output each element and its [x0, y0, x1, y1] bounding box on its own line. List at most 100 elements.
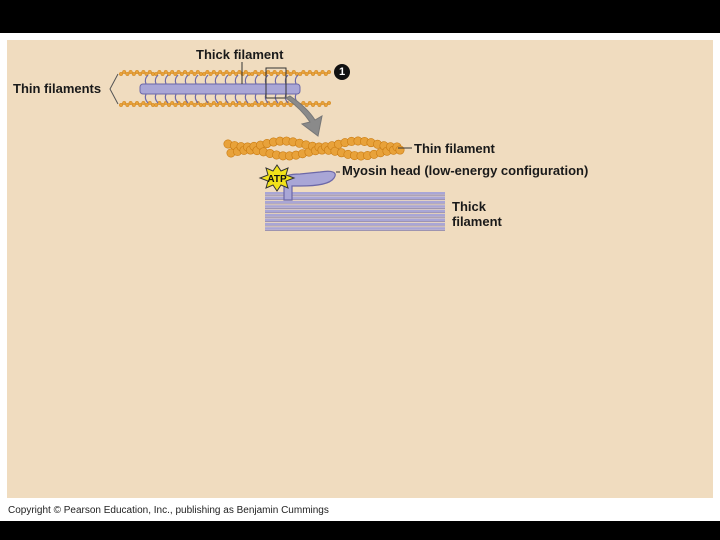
actin-bead: [234, 102, 239, 107]
actin-bead: [160, 102, 165, 107]
actin-bead: [173, 71, 178, 76]
zoom-arrow: [285, 95, 323, 137]
step-number-badge: 1: [334, 64, 350, 80]
myosin-head-small: [214, 74, 219, 85]
actin-bead: [256, 102, 261, 107]
actin-bead: [166, 102, 171, 107]
myosin-head-small: [204, 93, 209, 104]
thin-filament-label: Thin filament: [414, 141, 495, 156]
thin-filaments-bracket: [109, 73, 119, 105]
myosin-head-small: [224, 93, 229, 104]
thick-filament-detail: [265, 192, 445, 231]
actin-bead: [269, 71, 274, 76]
actin-bead: [298, 71, 303, 76]
actin-bead: [275, 102, 280, 107]
actin-bead: [170, 100, 175, 105]
actin-bead: [323, 71, 328, 76]
actin-bead: [128, 69, 133, 74]
thick-filament-top-label: Thick filament: [196, 47, 284, 62]
myosin-head-small: [194, 74, 199, 85]
actin-bead: [147, 69, 152, 74]
actin-bead: [125, 71, 130, 76]
actin-bead: [179, 102, 184, 107]
actin-bead: [166, 71, 171, 76]
copyright-footer: Copyright © Pearson Education, Inc., pub…: [8, 505, 329, 516]
actin-bead: [288, 71, 293, 76]
actin-bead: [320, 100, 325, 105]
myosin-stripe: [265, 227, 445, 230]
actin-bead: [301, 69, 306, 74]
actin-bead: [144, 102, 149, 107]
zoom-box: [265, 67, 287, 99]
actin-bead: [179, 71, 184, 76]
myosin-head-small: [154, 93, 159, 104]
actin-bead: [195, 69, 200, 74]
actin-bead: [131, 71, 136, 76]
actin-bead: [163, 69, 168, 74]
myosin-head-small: [244, 93, 249, 104]
actin-bead: [311, 102, 316, 107]
actin-bead: [211, 69, 216, 74]
actin-bead: [317, 71, 322, 76]
myosin-stripe: [265, 214, 445, 217]
actin-bead: [263, 102, 268, 107]
actin-bead: [218, 100, 223, 105]
actin-bead: [279, 100, 284, 105]
myosin-head-small: [164, 93, 169, 104]
actin-bead: [131, 102, 136, 107]
myosin-stripe: [265, 196, 445, 199]
actin-bead-detail: [395, 145, 405, 155]
actin-bead: [250, 102, 255, 107]
actin-bead: [237, 69, 242, 74]
actin-bead: [314, 69, 319, 74]
actin-bead: [189, 69, 194, 74]
actin-bead: [205, 69, 210, 74]
actin-bead: [240, 102, 245, 107]
thick-filament-label-line2: filament: [452, 214, 502, 229]
thin-filament-detail: [223, 136, 405, 161]
actin-bead: [160, 71, 165, 76]
actin-bead: [182, 100, 187, 105]
actin-bead: [230, 100, 235, 105]
actin-bead: [208, 71, 213, 76]
myosin-head-small: [144, 93, 149, 104]
actin-bead: [317, 102, 322, 107]
diagram-panel: [7, 40, 713, 498]
actin-bead: [157, 100, 162, 105]
actin-bead: [259, 100, 264, 105]
actin-bead: [311, 71, 316, 76]
actin-bead: [307, 69, 312, 74]
actin-bead: [327, 100, 332, 105]
actin-bead: [189, 100, 194, 105]
myosin-head-small: [274, 93, 279, 104]
actin-bead: [138, 102, 143, 107]
actin-bead: [301, 100, 306, 105]
myosin-head-small: [254, 93, 259, 104]
actin-bead: [282, 71, 287, 76]
actin-bead: [272, 100, 277, 105]
actin-bead: [291, 69, 296, 74]
actin-bead: [202, 71, 207, 76]
myosin-head-small: [224, 74, 229, 85]
myosin-stripe: [265, 222, 445, 226]
actin-bead: [240, 71, 245, 76]
actin-bead: [227, 102, 232, 107]
myosin-head-small: [164, 74, 169, 85]
actin-bead: [192, 102, 197, 107]
myosin-stripe: [265, 192, 445, 195]
actin-bead: [118, 102, 123, 107]
actin-bead: [154, 102, 159, 107]
actin-bead: [230, 69, 235, 74]
myosin-head-small: [254, 74, 259, 85]
myosin-head-small: [184, 93, 189, 104]
thick-filament-label-line1: Thick: [452, 199, 486, 214]
myosin-head-small: [234, 93, 239, 104]
actin-bead: [282, 102, 287, 107]
myosin-head-small: [214, 93, 219, 104]
actin-bead: [224, 69, 229, 74]
myosin-head-small: [184, 74, 189, 85]
myosin-head-small: [174, 74, 179, 85]
myosin-head-small: [194, 93, 199, 104]
myosin-head-small: [144, 74, 149, 85]
actin-bead: [250, 71, 255, 76]
